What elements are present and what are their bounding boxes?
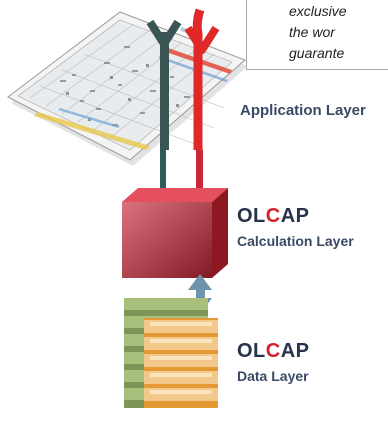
quote-line-3: guarante <box>289 45 345 61</box>
data-layer-label: Data Layer <box>237 368 309 384</box>
calculation-cube <box>122 188 228 278</box>
calculation-layer-label: Calculation Layer <box>237 233 354 249</box>
calculation-brand: OLCAP <box>237 205 310 228</box>
brand-suffix: AP <box>280 205 310 227</box>
red-flow-arrow <box>184 8 220 198</box>
quote-line-2: the wor <box>289 24 335 40</box>
brand-prefix: OL <box>237 205 266 227</box>
application-screen <box>7 11 248 166</box>
brand-accent: C <box>265 340 281 362</box>
application-layer-label: Application Layer <box>240 102 366 119</box>
brand-accent: C <box>265 205 281 227</box>
data-layer-stack <box>124 298 218 408</box>
dark-flow-arrow <box>146 19 182 198</box>
quote-box: exclusive the wor guarante <box>246 0 388 70</box>
data-brand: OLCAP <box>237 340 310 363</box>
quote-line-1: exclusive <box>289 3 347 19</box>
brand-suffix: AP <box>280 340 310 362</box>
brand-prefix: OL <box>237 340 266 362</box>
